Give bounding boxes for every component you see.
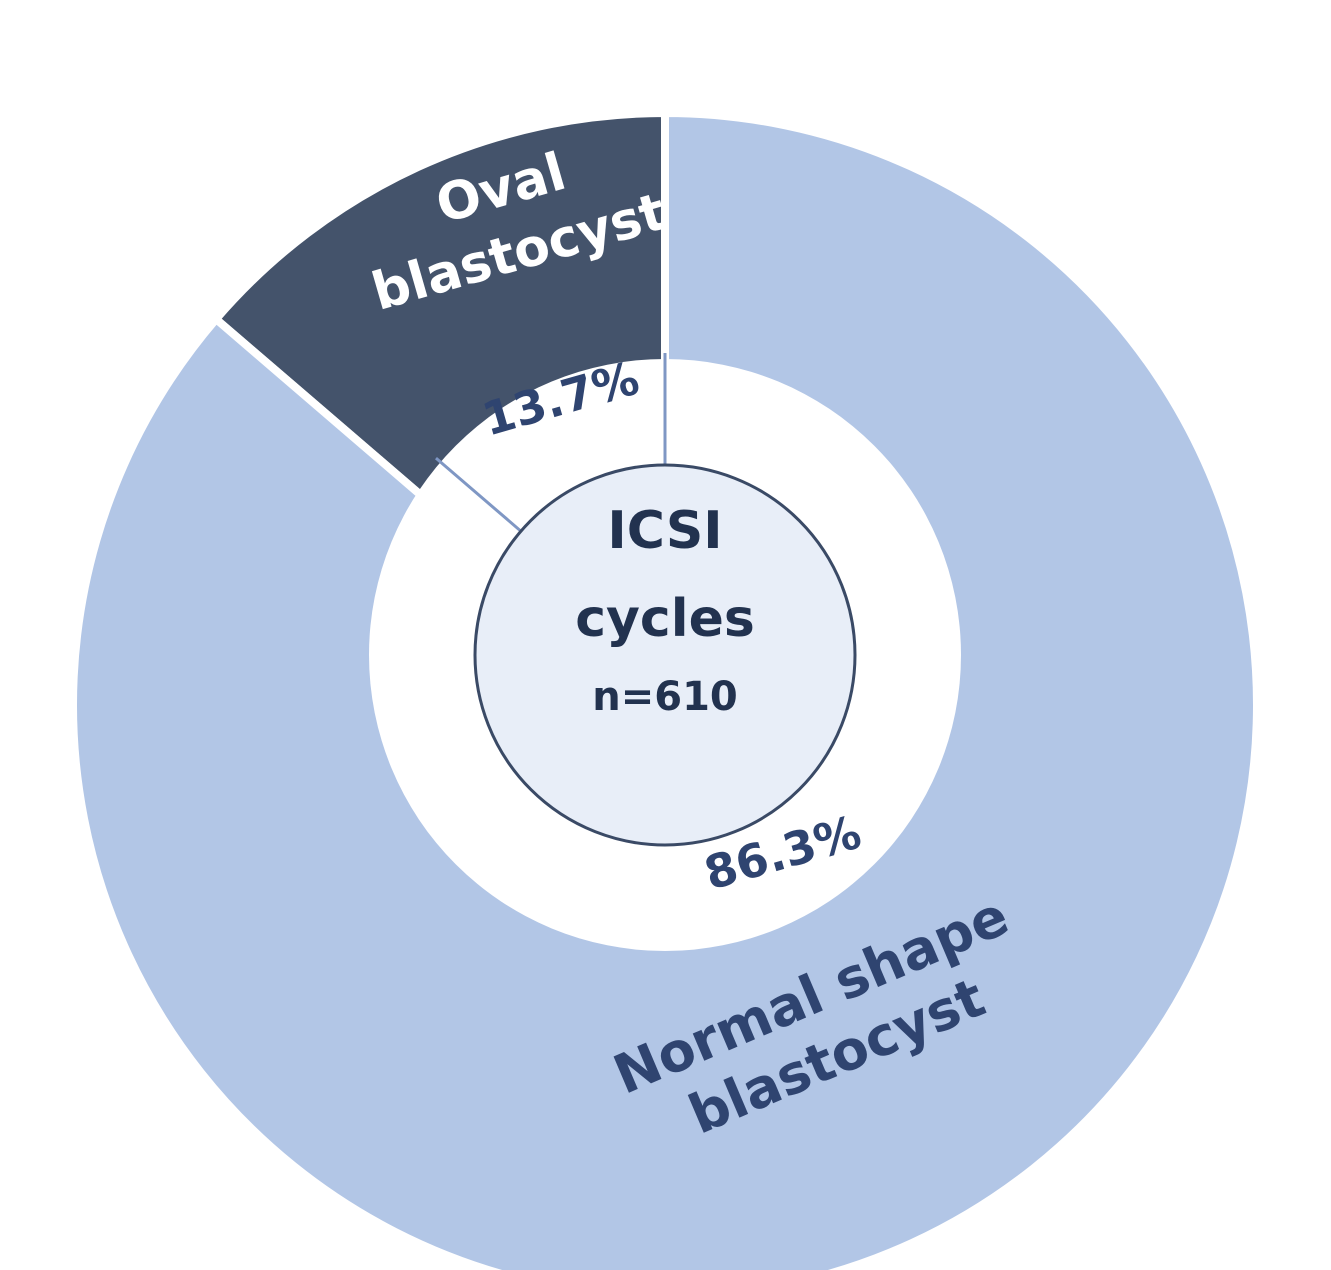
spokes-group — [434, 353, 667, 534]
center-title-line1: ICSI — [607, 501, 722, 561]
slice-boundary-line — [434, 457, 524, 534]
center-title-line2: cycles — [575, 589, 755, 649]
center-circle — [473, 463, 857, 847]
center-count: n=610 — [592, 674, 738, 720]
